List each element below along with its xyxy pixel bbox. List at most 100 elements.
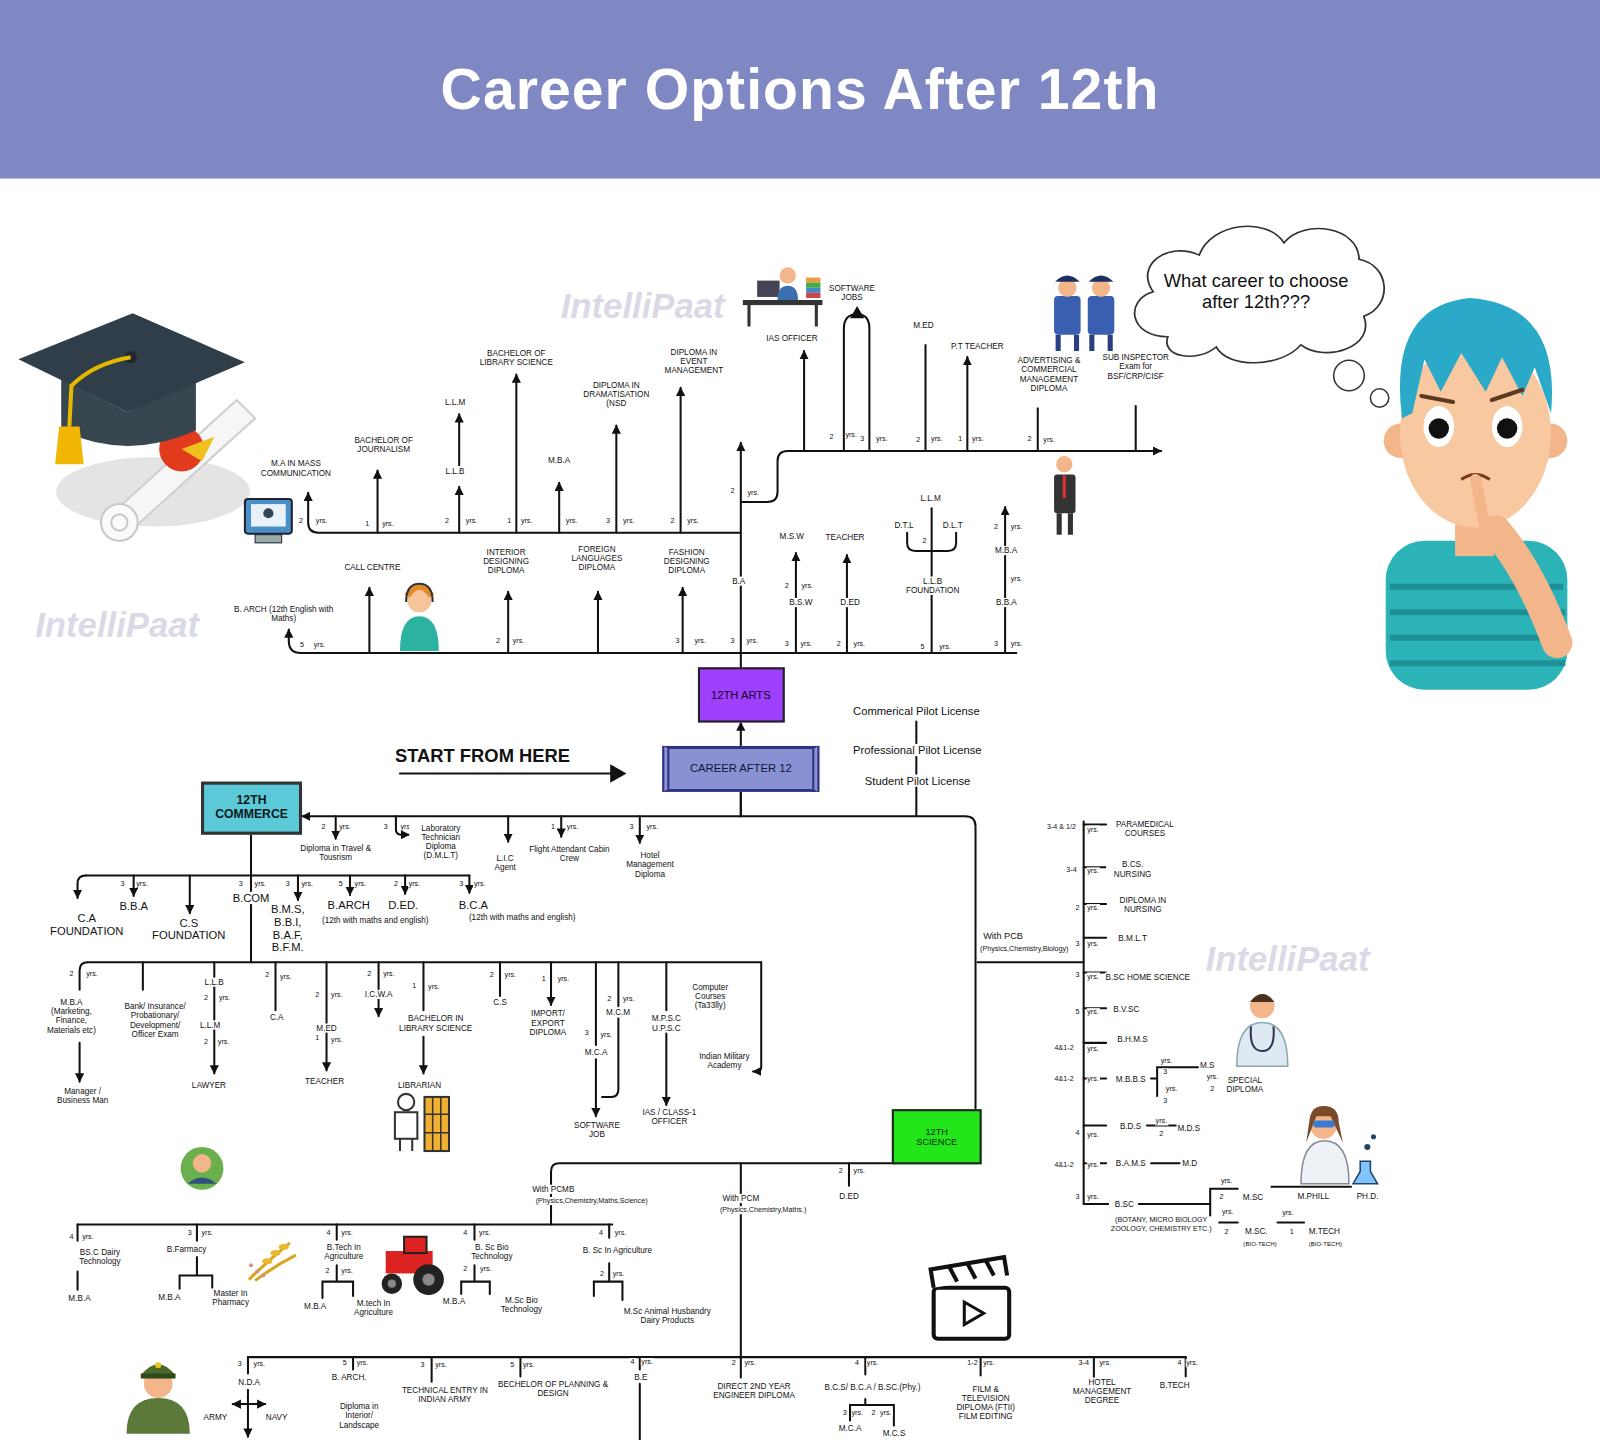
duration-label: yrs. bbox=[875, 435, 889, 443]
tractor-icon bbox=[382, 1273, 402, 1293]
librarian-icon bbox=[400, 1139, 412, 1151]
cloud-outline bbox=[1135, 226, 1385, 363]
tree-line bbox=[1084, 824, 1106, 1163]
course-label: With PCM bbox=[721, 1193, 760, 1202]
call-centre-icon bbox=[406, 584, 433, 602]
course-label: B.V.SC bbox=[1112, 1005, 1140, 1014]
course-label: BACHELOR IN LIBRARY SCIENCE bbox=[394, 1014, 478, 1033]
duration-label: yrs. bbox=[301, 880, 315, 888]
course-label: D.ED bbox=[839, 597, 861, 606]
tree-arrow bbox=[422, 1037, 424, 1074]
course-label: Diploma in Travel & Tousrism bbox=[294, 844, 378, 863]
thinking-boy-illustration bbox=[1496, 531, 1557, 643]
duration-label: 5 bbox=[338, 880, 344, 888]
course-label: B. Sc In Agriculture bbox=[582, 1245, 653, 1254]
course-label: B.TECH bbox=[1159, 1380, 1191, 1389]
duration-label: 2 bbox=[1027, 435, 1033, 443]
duration-label: yrs. bbox=[557, 974, 571, 982]
police-icon bbox=[1088, 296, 1115, 335]
tree-line bbox=[915, 721, 917, 816]
start-box: CAREER AFTER 12 bbox=[662, 746, 819, 792]
duration-label: yrs. bbox=[408, 880, 422, 888]
graduation-cap-illustration bbox=[182, 437, 215, 461]
course-label: FILM & TELEVISION DIPLOMA (FTII) FILM ED… bbox=[949, 1384, 1022, 1422]
ias-officer-desk-icon bbox=[757, 281, 779, 297]
librarian-icon bbox=[424, 1097, 448, 1151]
course-label: M.B.B.S bbox=[1115, 1074, 1147, 1083]
course-label: M.C.A bbox=[584, 1047, 609, 1056]
person-avatar-icon bbox=[193, 1154, 211, 1172]
course-label: L.L.M bbox=[919, 493, 941, 502]
course-label: IAS / CLASS-1 OFFICER bbox=[633, 1108, 706, 1127]
person-avatar-icon bbox=[181, 1147, 224, 1190]
course-label: M.PHILL bbox=[1296, 1191, 1330, 1200]
duration-label: yrs. bbox=[853, 640, 867, 648]
tree-line bbox=[1084, 821, 1108, 1204]
duration-label: 3 bbox=[187, 1229, 193, 1237]
duration-label: yrs. bbox=[614, 1229, 628, 1237]
course-label: N.D.A bbox=[237, 1377, 261, 1386]
doctor-icon bbox=[1237, 994, 1288, 1066]
tractor-icon bbox=[382, 1237, 444, 1295]
tractor-icon bbox=[413, 1264, 444, 1295]
grain-icon bbox=[270, 1250, 280, 1256]
duration-label: 5 bbox=[299, 641, 305, 649]
tree-line bbox=[77, 1224, 79, 1289]
duration-label: 2 bbox=[915, 436, 921, 444]
course-label: C.S FOUNDATION bbox=[147, 916, 231, 942]
duration-label: 2 bbox=[836, 640, 842, 648]
course-label: DIPLOMA IN NURSING bbox=[1111, 896, 1174, 915]
course-label: B.B.A bbox=[118, 899, 149, 912]
watermark-text: IntelliPaat bbox=[34, 605, 200, 645]
scientist-icon bbox=[1306, 1106, 1343, 1143]
grain-icon bbox=[249, 1263, 253, 1267]
tree-arrow bbox=[741, 451, 1161, 502]
duration-label: 2 bbox=[731, 1359, 737, 1367]
duration-label: yrs. bbox=[330, 991, 344, 999]
soldier-icon bbox=[127, 1362, 190, 1433]
course-label: M.B.A bbox=[442, 1296, 466, 1305]
duration-label: yrs. bbox=[465, 517, 479, 525]
scientist-icon bbox=[1313, 1120, 1334, 1127]
duration-label: 2 bbox=[324, 1267, 330, 1275]
police-icon bbox=[1054, 296, 1081, 335]
tree-arrow bbox=[326, 962, 328, 1070]
tree-arrow bbox=[133, 876, 135, 896]
tree-arrow bbox=[615, 426, 617, 533]
course-label: M.Sc Animal Husbandry Dairy Products bbox=[620, 1307, 714, 1326]
course-label: B.C.S/ B.C.A / B.SC.(Phy.) bbox=[823, 1382, 921, 1391]
graduation-cap-illustration bbox=[101, 504, 138, 541]
tree-line bbox=[86, 874, 470, 876]
thinking-boy-illustration bbox=[1421, 390, 1522, 402]
course-label: M.Sc Bio Technology bbox=[485, 1296, 558, 1315]
course-label: I.C.W.A bbox=[364, 989, 394, 998]
node-text: CAREER AFTER 12 bbox=[690, 762, 792, 775]
course-label: Student Pilot License bbox=[864, 774, 972, 787]
computer-icon bbox=[263, 508, 273, 518]
duration-label: 2 bbox=[1074, 904, 1080, 912]
course-label: B.Tech In Agriculture bbox=[307, 1243, 380, 1262]
graduation-cap-illustration bbox=[18, 313, 255, 541]
course-label: Flight Attendant Cabin Crew bbox=[528, 845, 612, 864]
duration-label: yrs. bbox=[340, 1267, 354, 1275]
course-label: L.I.C Agent bbox=[489, 854, 522, 873]
computer-icon bbox=[245, 499, 292, 543]
thinking-boy-illustration bbox=[1400, 298, 1552, 418]
tree-line bbox=[499, 962, 501, 996]
duration-label: yrs. bbox=[1086, 826, 1100, 834]
duration-label: 4&1-2 bbox=[1054, 1044, 1075, 1052]
duration-label: yrs. bbox=[599, 1031, 613, 1039]
course-label: B.H.M.S bbox=[1116, 1034, 1148, 1043]
duration-label: 2 bbox=[366, 969, 372, 977]
tree-line bbox=[594, 1224, 623, 1300]
duration-label: 4 bbox=[326, 1229, 332, 1237]
course-label: Diploma in Interior/ Landscape bbox=[328, 1402, 391, 1430]
duration-label: 2 bbox=[495, 637, 501, 645]
tree-arrowheads-extra bbox=[850, 306, 864, 318]
course-label: LAWYER bbox=[191, 1080, 227, 1089]
duration-label: 3 bbox=[584, 1029, 590, 1037]
duration-label: 3-4 bbox=[1078, 1359, 1090, 1367]
course-label: TEACHER bbox=[304, 1076, 345, 1085]
